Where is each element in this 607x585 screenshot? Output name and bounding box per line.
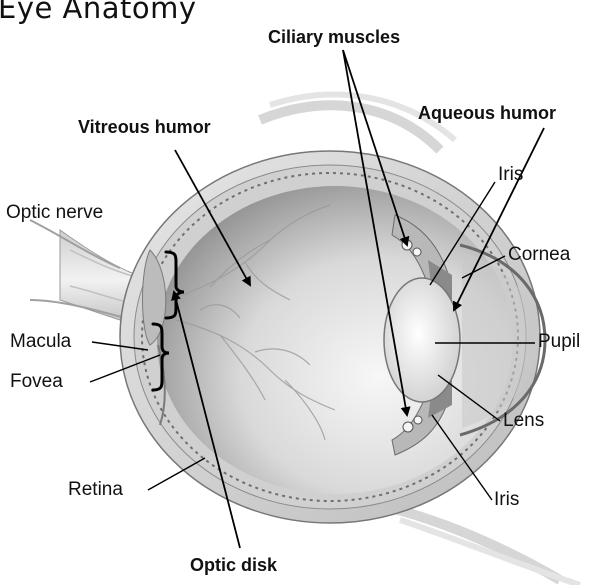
label-fovea: Fovea xyxy=(10,372,63,391)
label-pupil: Pupil xyxy=(538,332,580,351)
label-vitreous-humor: Vitreous humor xyxy=(78,118,211,136)
label-optic-nerve: Optic nerve xyxy=(6,203,103,222)
label-cornea: Cornea xyxy=(508,245,570,264)
label-retina: Retina xyxy=(68,480,123,499)
label-aqueous-humor: Aqueous humor xyxy=(418,104,556,122)
label-ciliary-muscles: Ciliary muscles xyxy=(268,28,400,46)
label-iris-top: Iris xyxy=(498,165,523,184)
page-title: Eye Anatomy xyxy=(0,0,197,25)
label-optic-disk: Optic disk xyxy=(190,556,277,574)
label-lens: Lens xyxy=(503,411,544,430)
label-macula: Macula xyxy=(10,332,71,351)
label-iris-bottom: Iris xyxy=(494,490,519,509)
